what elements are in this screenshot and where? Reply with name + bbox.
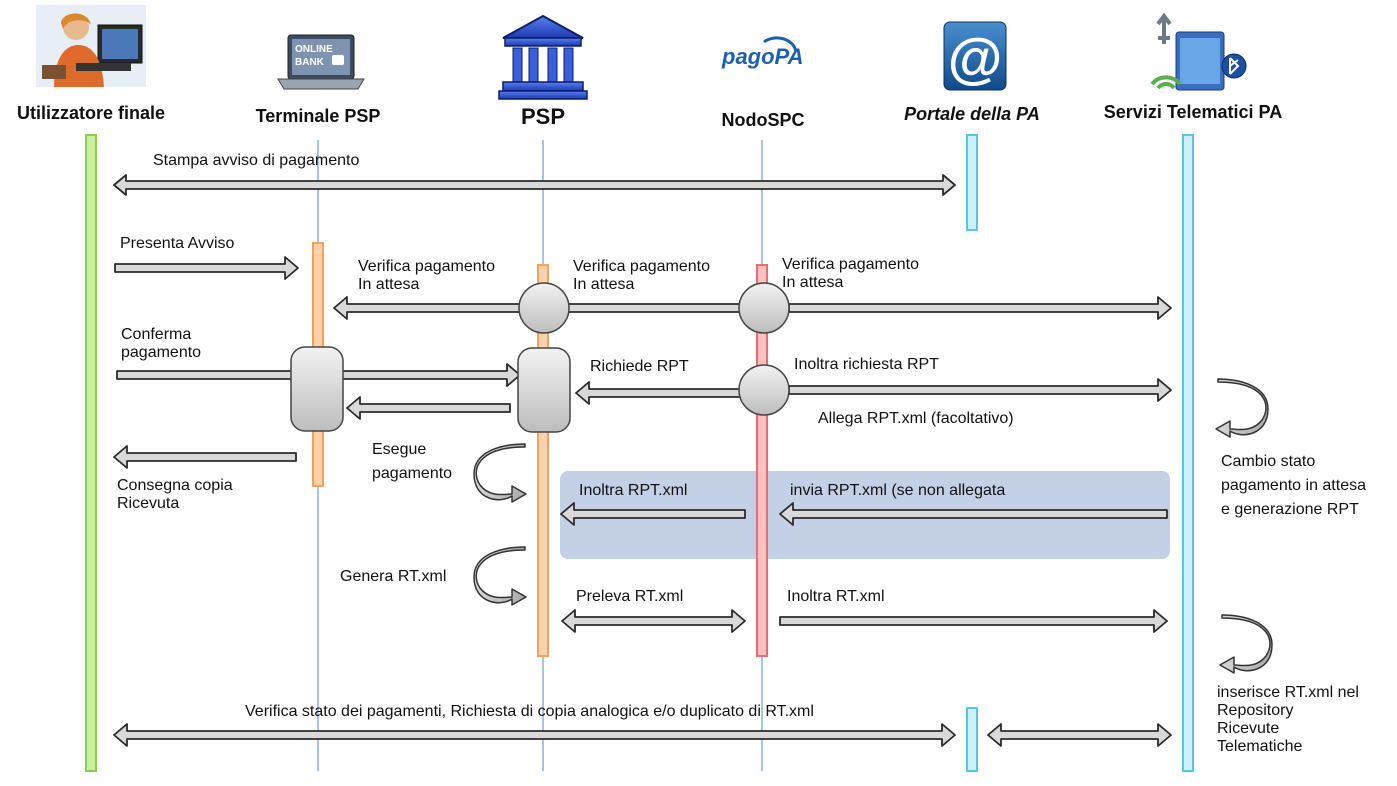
actor-nodospc: NodoSPC <box>722 110 805 130</box>
loop-esegue-pagamento <box>473 443 527 503</box>
label-allega-rpt: Allega RPT.xml (facoltativo) <box>818 410 1014 427</box>
label-verifica-3-line1: Verifica pagamento <box>782 256 919 273</box>
label-background <box>800 398 1058 428</box>
actor-psp: PSP <box>521 104 565 129</box>
label-inserisce-line1: inserisce RT.xml nel <box>1217 684 1359 701</box>
user-at-desk-icon <box>36 5 146 87</box>
label-cambio-stato-line1: Cambio stato <box>1221 453 1315 470</box>
arrow-verifica-to-terminale <box>333 296 521 320</box>
activation-portale-pa-2 <box>966 707 978 772</box>
label-genera-rt: Genera RT.xml <box>340 568 446 585</box>
arrow-conferma-2 <box>340 363 521 387</box>
block-psp-conferma <box>517 347 571 433</box>
arrow-inoltra-rpt-xml <box>560 502 746 526</box>
at-sign-icon: @ <box>943 21 1007 91</box>
label-conferma-line1: Conferma <box>121 326 191 343</box>
block-terminale-conferma <box>290 346 344 432</box>
label-inoltra-rpt-xml: Inoltra RPT.xml <box>579 482 687 499</box>
svg-text:@: @ <box>948 26 1003 89</box>
arrow-stampa-avviso <box>113 174 956 196</box>
label-inserisce-line3: Ricevute <box>1217 720 1279 737</box>
actor-servizi-telematici: Servizi Telematici PA <box>1104 102 1282 122</box>
activation-nodospc <box>756 264 768 657</box>
activation-utilizzatore <box>85 134 97 772</box>
label-preleva-rt: Preleva RT.xml <box>576 588 683 605</box>
label-verifica-stato: Verifica stato dei pagamenti, Richiesta … <box>245 703 814 720</box>
label-invia-rpt-xml: invia RPT.xml (se non allegata <box>790 482 1005 499</box>
pagopa-logo-text: pagoPA <box>721 44 803 69</box>
actor-portale-pa: Portale della PA <box>904 104 1040 124</box>
label-cambio-stato-line2: pagamento in attesa <box>1221 477 1366 494</box>
arrow-preleva-rt <box>561 609 746 633</box>
activation-servizi-telematici <box>1182 134 1194 772</box>
arrow-consegna-ricevuta <box>113 445 297 469</box>
label-stampa-avviso: Stampa avviso di pagamento <box>153 152 359 169</box>
arrow-inoltra-richiesta-rpt <box>788 378 1172 402</box>
online-bank-text-2: BANK <box>295 57 325 68</box>
node-nodo-richiesta <box>738 364 790 416</box>
arrow-verifica-to-servizi <box>788 296 1172 320</box>
label-conferma-line2: pagamento <box>121 344 201 361</box>
arrow-return-terminale <box>346 396 511 420</box>
arrow-richiede-rpt <box>575 381 741 405</box>
arrow-conferma-1 <box>116 370 293 380</box>
arrows <box>113 174 1172 747</box>
label-inoltra-rt: Inoltra RT.xml <box>787 588 885 605</box>
online-bank-text-1: ONLINE <box>295 44 333 55</box>
label-verifica-1-line1: Verifica pagamento <box>358 258 495 275</box>
loop-cambio-stato <box>1215 378 1269 438</box>
label-inserisce-line2: Repository <box>1217 702 1293 719</box>
label-esegue-line2: pagamento <box>372 465 452 482</box>
label-presenta-avviso: Presenta Avviso <box>120 235 235 252</box>
activation-portale-pa-1 <box>966 134 978 231</box>
loop-inserisce-rt <box>1219 614 1273 674</box>
label-richiede-rpt: Richiede RPT <box>590 358 689 375</box>
label-verifica-2-line1: Verifica pagamento <box>573 258 710 275</box>
activation-psp <box>537 264 549 657</box>
label-verifica-2-line2: In attesa <box>573 276 634 293</box>
label-inoltra-richiesta-rpt: Inoltra richiesta RPT <box>794 356 939 373</box>
actor-utilizzatore-finale: Utilizzatore finale <box>17 103 165 123</box>
network-services-icon <box>1150 12 1247 91</box>
bank-building-icon <box>498 14 588 100</box>
loop-genera-rt <box>473 546 527 606</box>
label-verifica-1-line2: In attesa <box>358 276 419 293</box>
node-nodo-verifica <box>738 282 790 334</box>
arrow-inoltra-rt <box>779 609 1168 633</box>
arrow-verifica-stato <box>113 723 956 747</box>
arrow-invia-rpt-xml <box>779 502 1168 526</box>
label-consegna-line2: Ricevuta <box>117 495 179 512</box>
label-verifica-3-line2: In attesa <box>782 274 843 291</box>
label-cambio-stato-line3: e generazione RPT <box>1221 501 1359 518</box>
label-inserisce-line4: Telematiche <box>1217 738 1302 755</box>
label-consegna-line1: Consegna copia <box>117 477 233 494</box>
arrow-portale-servizi <box>987 723 1172 747</box>
label-esegue-line1: Esegue <box>372 441 426 458</box>
online-bank-laptop-icon: ONLINE BANK <box>277 34 365 90</box>
arrow-presenta-avviso <box>114 256 299 280</box>
actor-terminale-psp: Terminale PSP <box>256 106 381 126</box>
arrow-verifica-psp-nodo <box>567 303 741 313</box>
self-loops <box>473 378 1273 674</box>
pagopa-logo: pagoPA <box>721 36 803 69</box>
node-psp-verifica <box>518 282 570 334</box>
